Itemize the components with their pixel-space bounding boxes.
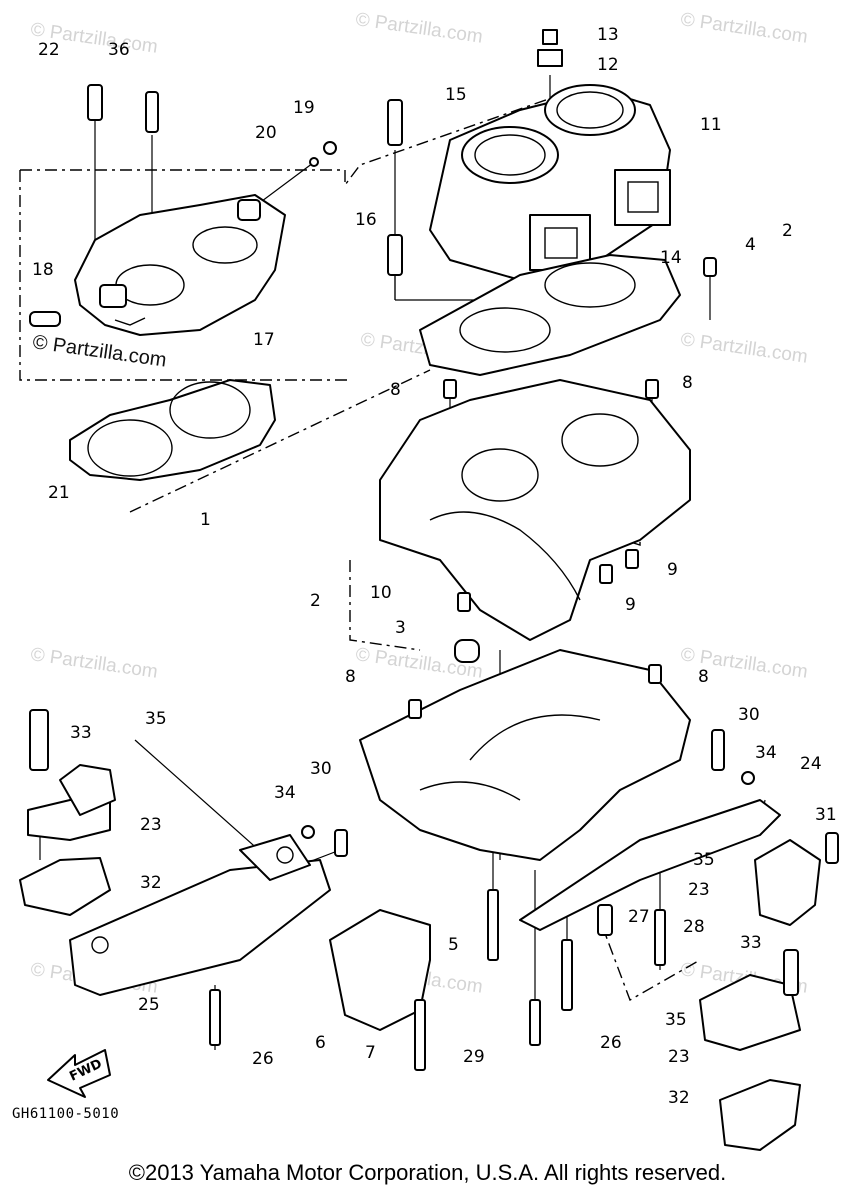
callout-label: 26 (252, 1049, 274, 1069)
callout-label: 36 (108, 40, 130, 60)
callout-label: 30 (310, 759, 332, 779)
callout-label: 14 (660, 248, 682, 268)
callout-label: 20 (255, 123, 277, 143)
callout-label: 15 (445, 85, 467, 105)
callout-label: 2 (310, 591, 321, 611)
callout-label: 32 (668, 1088, 690, 1108)
crankcase-lower (359, 649, 691, 861)
callout-label: 8 (698, 667, 709, 687)
small-parts (29, 29, 717, 719)
callout-label: 35 (693, 850, 715, 870)
callout-label: 26 (600, 1033, 622, 1053)
callout-label: 23 (668, 1047, 690, 1067)
mounting-bracket-left (69, 834, 331, 996)
forward-arrow-icon: FWD (47, 1049, 111, 1098)
watermark: © Partzilla.com (354, 9, 484, 48)
callout-label: 23 (140, 815, 162, 835)
callout-label: 18 (32, 260, 54, 280)
center-mount (329, 909, 431, 1031)
callout-label: 17 (253, 330, 275, 350)
callout-label: 33 (70, 723, 92, 743)
callout-label: 34 (755, 743, 777, 763)
callout-label: 22 (38, 40, 60, 60)
cylinder-head-cover (74, 194, 286, 336)
callout-label: 19 (293, 98, 315, 118)
callout-label: 1 (200, 510, 211, 530)
callout-label: 13 (597, 25, 619, 45)
callout-label: 5 (448, 935, 459, 955)
callout-label: 6 (315, 1033, 326, 1053)
callout-label: 8 (390, 380, 401, 400)
callout-label: 33 (740, 933, 762, 953)
bolts-lower (209, 729, 755, 1071)
watermark: © Partzilla.com (679, 9, 809, 48)
callout-label: 35 (145, 709, 167, 729)
callout-label: 28 (683, 917, 705, 937)
crankcase-upper (379, 379, 691, 641)
figure-code: GH61100-5010 (12, 1106, 120, 1122)
callout-label: 34 (274, 783, 296, 803)
callout-label: 10 (370, 583, 392, 603)
head-gasket (69, 379, 276, 481)
callout-label: 9 (625, 595, 636, 615)
callout-label: 24 (800, 754, 822, 774)
callout-label: 35 (665, 1010, 687, 1030)
callout-label: 32 (140, 873, 162, 893)
callout-label: 27 (628, 907, 650, 927)
engine-mount-left (19, 709, 116, 916)
callout-label: 30 (738, 705, 760, 725)
callout-label: 9 (667, 560, 678, 580)
copyright-notice: ©2013 Yamaha Motor Corporation, U.S.A. A… (128, 1160, 727, 1185)
callout-label: 21 (48, 483, 70, 503)
callout-labels: 22 36 19 20 18 17 21 1 13 12 11 15 16 14… (32, 25, 837, 1108)
callout-label: 29 (463, 1047, 485, 1067)
callout-label: 2 (782, 221, 793, 241)
watermark: © Partzilla.com (679, 329, 809, 368)
callout-label: 12 (597, 55, 619, 75)
callout-label: 7 (365, 1043, 376, 1063)
callout-label: 11 (700, 115, 722, 135)
callout-label: 3 (395, 618, 406, 638)
watermark: © Partzilla.com (31, 331, 168, 372)
mounting-bracket-right (519, 799, 781, 931)
callout-label: 8 (345, 667, 356, 687)
callout-label: 23 (688, 880, 710, 900)
callout-label: 25 (138, 995, 160, 1015)
cylinder-gasket (419, 254, 681, 376)
engine-mount-right (699, 832, 839, 1151)
callout-label: 31 (815, 805, 837, 825)
cylinder-block (429, 84, 671, 281)
callout-label: 16 (355, 210, 377, 230)
callout-label: 4 (745, 235, 756, 255)
watermark: © Partzilla.com (29, 644, 159, 683)
callout-label: 8 (682, 373, 693, 393)
